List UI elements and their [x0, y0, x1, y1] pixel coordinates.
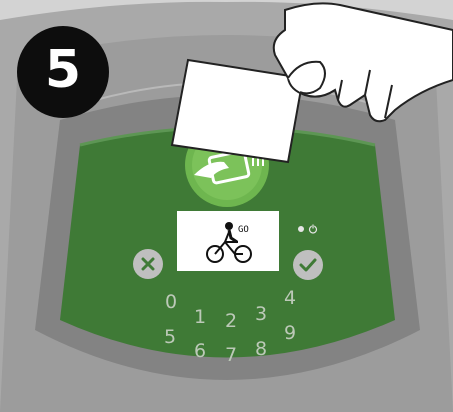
power-indicator — [298, 224, 318, 234]
keypad-key-2[interactable]: 2 — [225, 310, 238, 332]
confirm-button[interactable] — [293, 250, 323, 280]
keypad-key-3[interactable]: 3 — [255, 303, 268, 325]
keypad-key-9[interactable]: 9 — [284, 322, 297, 344]
keypad-key-5[interactable]: 5 — [164, 326, 177, 348]
bike-icon — [206, 222, 252, 263]
step-number: 5 — [44, 40, 82, 100]
cancel-button[interactable] — [133, 249, 163, 279]
keypad-key-8[interactable]: 8 — [255, 338, 268, 360]
checkmark-icon — [299, 258, 317, 272]
keypad-key-0[interactable]: 0 — [165, 291, 178, 313]
keypad-key-1[interactable]: 1 — [194, 306, 207, 328]
keypad-key-7[interactable]: 7 — [225, 344, 238, 366]
keypad-key-6[interactable]: 6 — [194, 340, 207, 362]
display-status-text: GO — [238, 225, 249, 235]
keypad-key-4[interactable]: 4 — [284, 287, 297, 309]
close-icon — [141, 257, 155, 271]
step-number-badge: 5 — [17, 26, 109, 118]
access-card-in-hand — [170, 2, 453, 164]
power-icon — [308, 224, 318, 234]
status-led — [298, 226, 304, 232]
card-reader-icon — [194, 149, 264, 185]
